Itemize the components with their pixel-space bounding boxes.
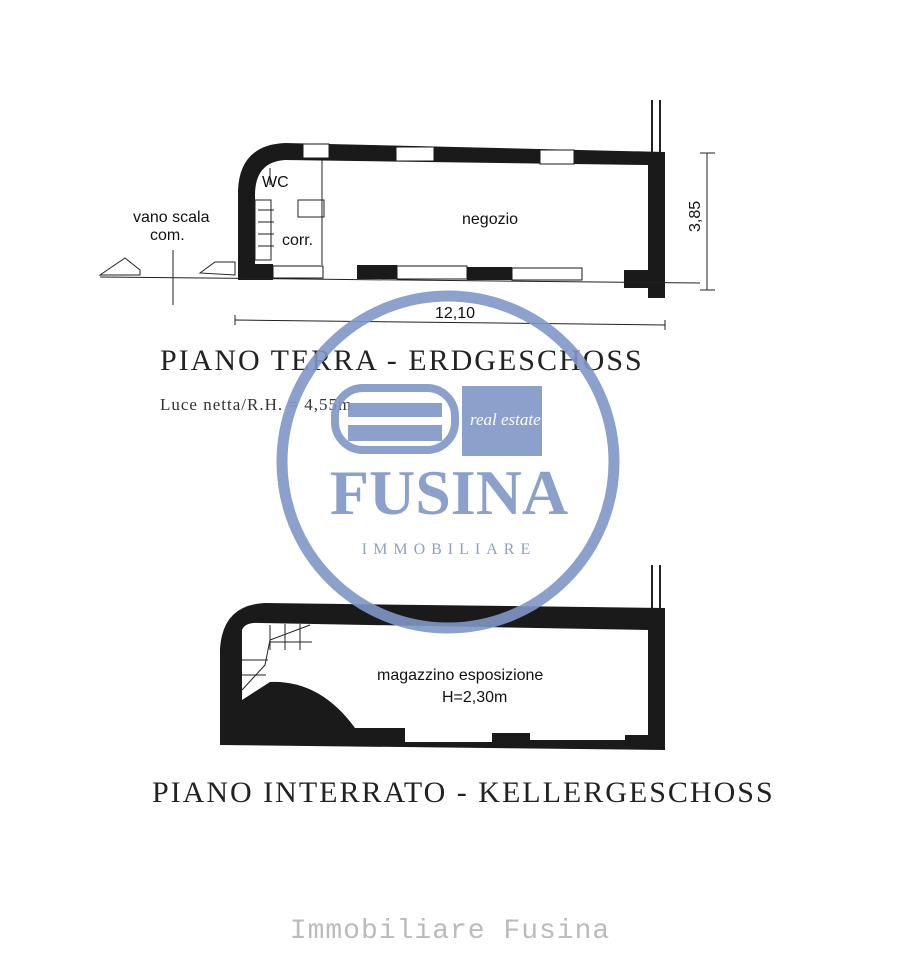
basement-plan: magazzino esposizione H=2,30m PIANO INTE… — [152, 565, 775, 809]
footer-watermark: Immobiliare Fusina — [290, 916, 610, 947]
ground-floor-plan: vano scala com. WC corr. negozio 12,10 3… — [98, 100, 715, 414]
dimension-depth: 3,85 — [687, 201, 704, 232]
room-label-stair: vano scala — [133, 209, 210, 226]
dimension-width: 12,10 — [435, 305, 475, 322]
room-label-storage: magazzino esposizione — [377, 667, 543, 684]
watermark-badge: real estate — [470, 410, 541, 429]
basement-title: PIANO INTERRATO - KELLERGESCHOSS — [152, 776, 775, 809]
ground-floor-clear-height: Luce netta/R.H. = 4,55m — [160, 395, 352, 414]
room-label-wc: WC — [262, 174, 289, 191]
room-label-stair-common: com. — [150, 227, 185, 244]
room-label-corridor: corr. — [282, 232, 313, 249]
watermark-sub: IMMOBILIARE — [362, 541, 536, 558]
ground-floor-title: PIANO TERRA - ERDGESCHOSS — [160, 344, 644, 377]
room-label-shop: negozio — [462, 211, 518, 228]
watermark-logo: real estate FUSINA IMMOBILIARE — [276, 290, 620, 634]
room-height: H=2,30m — [442, 689, 507, 706]
watermark-brand: FUSINA — [330, 457, 568, 528]
